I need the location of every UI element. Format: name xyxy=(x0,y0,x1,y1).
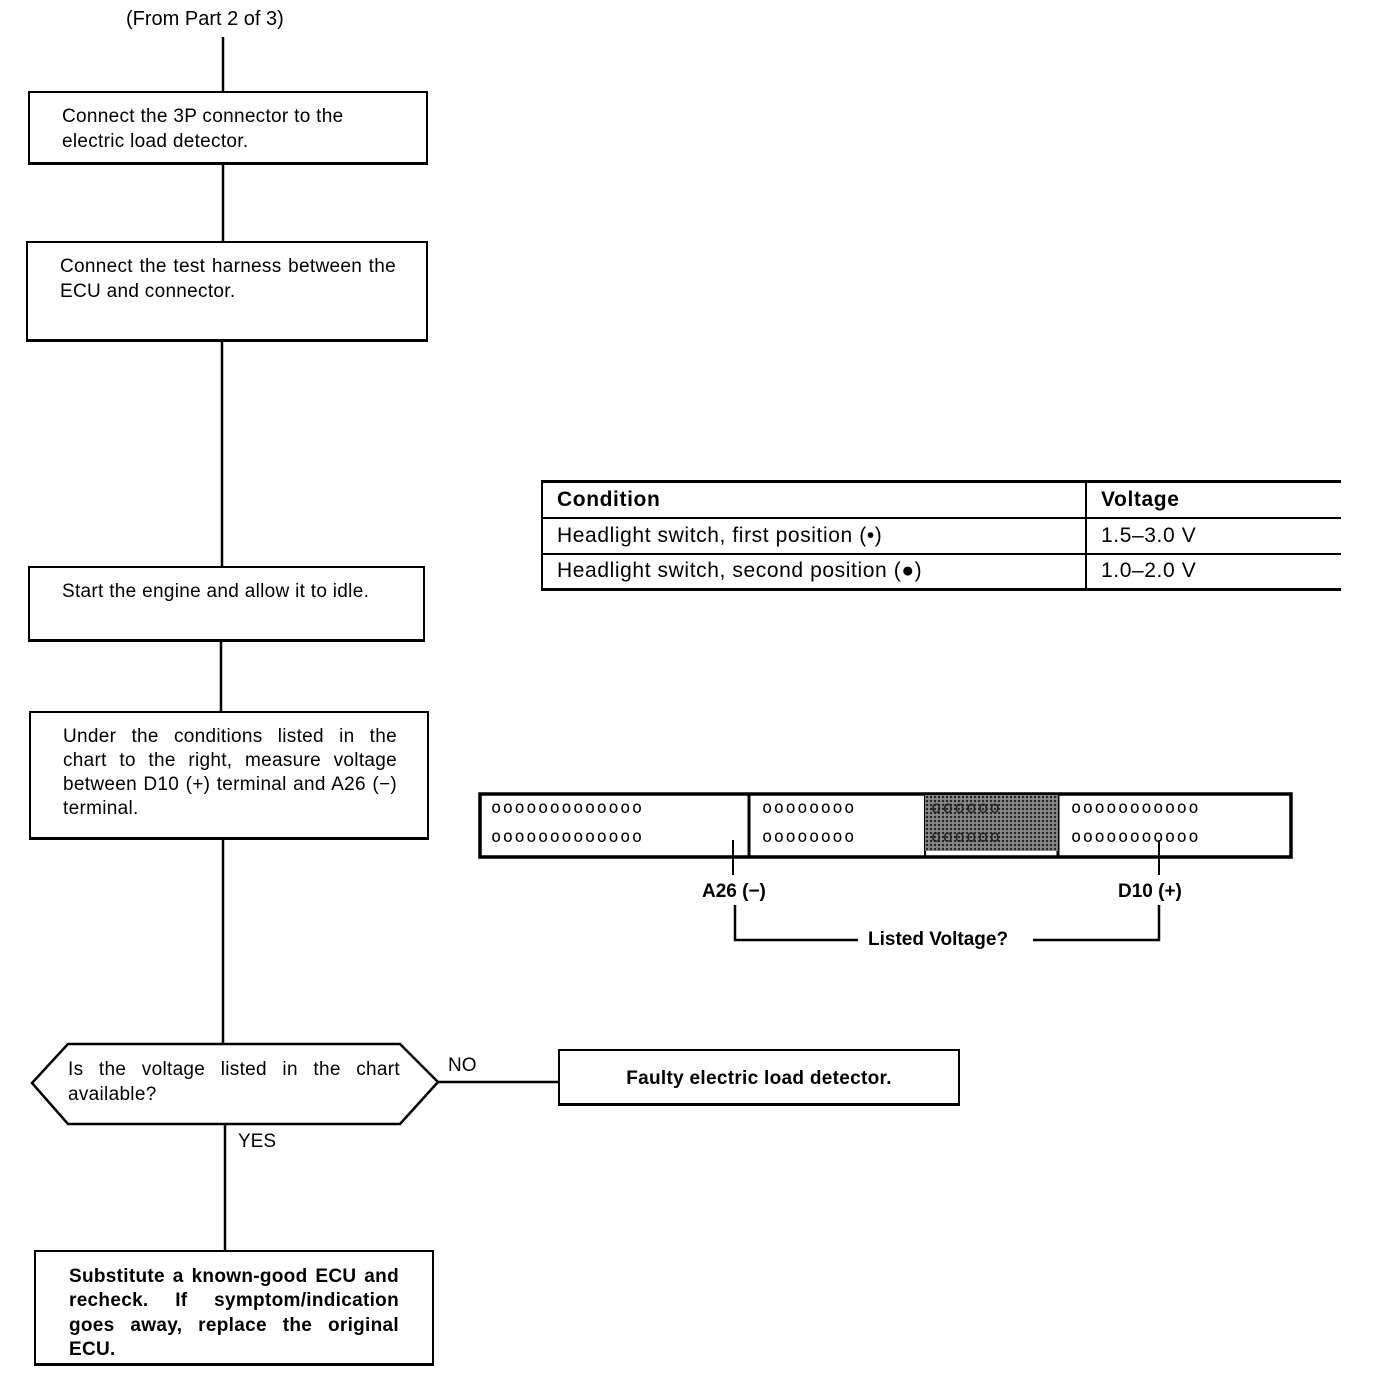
from-part-label: (From Part 2 of 3) xyxy=(126,8,284,30)
step-measure-voltage-text: Under the conditions listed in the chart… xyxy=(63,726,397,820)
step-start-engine-box: Start the engine and allow it to idle. xyxy=(28,566,425,642)
connector-section-c-bottom-pins: oooooo xyxy=(931,827,1002,847)
table-row: Headlight switch, second position (●) 1.… xyxy=(541,552,1341,591)
table-cell-condition: Headlight switch, first position (•) xyxy=(541,516,1086,555)
branch-no-label: NO xyxy=(448,1055,477,1076)
table-cell-condition: Headlight switch, second position (●) xyxy=(541,552,1086,591)
voltage-condition-table: Condition Voltage Headlight switch, firs… xyxy=(541,480,1341,591)
table-cell-voltage: 1.5–3.0 V xyxy=(1085,516,1341,555)
connector-section-d-bottom-pins: ooooooooooo xyxy=(1071,827,1201,847)
table-row: Headlight switch, first position (•) 1.5… xyxy=(541,516,1341,555)
connector-section-a-top-pins: ooooooooooooo xyxy=(491,798,644,818)
listed-voltage-label: Listed Voltage? xyxy=(866,929,1011,950)
terminal-a26-label: A26 (−) xyxy=(702,881,766,902)
connector-section-a-bottom-pins: ooooooooooooo xyxy=(491,827,644,847)
connector-section-b-bottom-pins: oooooooo xyxy=(762,827,856,847)
step-start-engine-text: Start the engine and allow it to idle. xyxy=(62,581,370,602)
probe-wire xyxy=(1033,905,1161,942)
decision-diamond xyxy=(30,1042,440,1126)
step-connect-harness-text: Connect the test harness between the ECU… xyxy=(60,256,396,302)
connector-body xyxy=(478,792,1293,859)
table-header-voltage: Voltage xyxy=(1085,480,1341,519)
table-header-condition: Condition xyxy=(541,480,1086,519)
result-faulty-box: Faulty electric load detector. xyxy=(558,1049,960,1106)
step-connect-3p-box: Connect the 3P connector to the electric… xyxy=(28,91,428,165)
step-substitute-ecu-text: Substitute a known-good ECU and recheck.… xyxy=(69,1266,399,1360)
connector-section-d-top-pins: ooooooooooo xyxy=(1071,798,1201,818)
result-faulty-text: Faulty electric load detector. xyxy=(626,1068,892,1089)
connector-shaded-section xyxy=(925,795,1058,851)
connector-section-b-top-pins: oooooooo xyxy=(762,798,856,818)
decision-text: Is the voltage listed in the chart avail… xyxy=(68,1059,400,1105)
step-connect-harness-box: Connect the test harness between the ECU… xyxy=(26,241,428,342)
step-substitute-ecu-box: Substitute a known-good ECU and recheck.… xyxy=(34,1250,434,1366)
step-measure-voltage-box: Under the conditions listed in the chart… xyxy=(29,711,429,840)
table-cell-voltage: 1.0–2.0 V xyxy=(1085,552,1341,591)
table-header-row: Condition Voltage xyxy=(541,480,1341,519)
terminal-d10-label: D10 (+) xyxy=(1118,881,1182,902)
connector-section-c-top-pins: oooooo xyxy=(931,798,1002,818)
probe-wire xyxy=(733,905,858,942)
step-connect-3p-text: Connect the 3P connector to the electric… xyxy=(62,106,344,152)
branch-yes-label: YES xyxy=(238,1131,277,1152)
